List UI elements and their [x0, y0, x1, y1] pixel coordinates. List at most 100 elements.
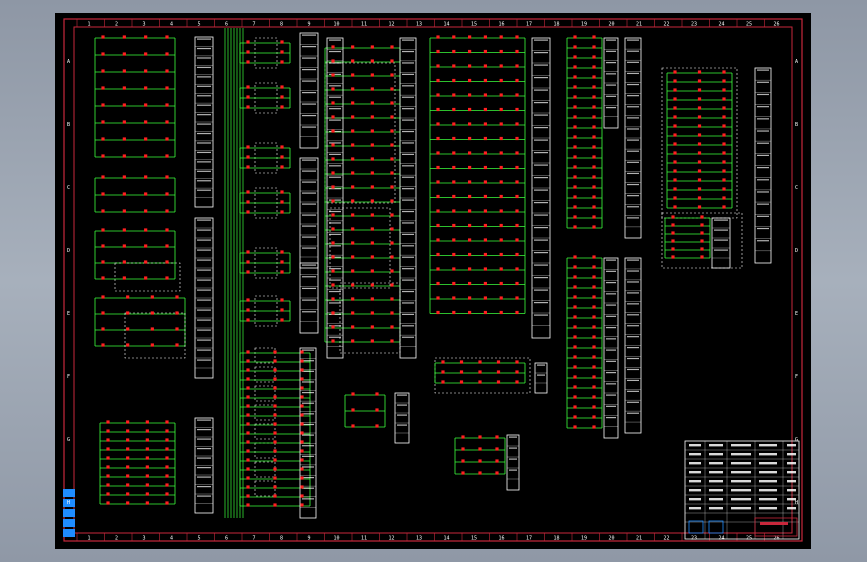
title-text-mark [731, 507, 751, 510]
relay-contact-icon [126, 456, 130, 460]
relay-contact-icon [697, 160, 702, 164]
relay-contact-icon [452, 238, 456, 242]
relay-contact-icon [573, 295, 577, 299]
relay-contact-icon [573, 135, 577, 139]
relay-contact-icon [499, 209, 503, 213]
dashed-device-box [339, 282, 401, 354]
schematic-canvas[interactable]: 1122334455667788991010111112121313141415… [55, 13, 811, 549]
relay-contact-icon [452, 64, 456, 68]
terminal-text-mark [402, 268, 414, 270]
terminal-text-mark [302, 92, 316, 94]
relay-contact-icon [452, 281, 456, 286]
relay-contact-icon [370, 339, 374, 343]
grid-row-letter: A [67, 59, 70, 65]
relay-contact-icon [273, 485, 277, 489]
grid-reference-ruler: 1122334455667788991010111112121313141415… [67, 19, 798, 542]
relay-contact-icon [452, 180, 456, 184]
terminal-text-mark [714, 229, 728, 231]
terminal-text-mark [402, 96, 414, 98]
relay-contact-icon [300, 359, 304, 363]
relay-contact-icon [351, 424, 355, 428]
title-text-mark [689, 453, 701, 456]
terminal-text-mark [402, 176, 414, 178]
terminal-text-mark [302, 299, 316, 301]
relay-contact-icon [390, 143, 394, 147]
relay-contact-icon [499, 281, 503, 286]
terminal-text-mark [397, 424, 407, 426]
relay-contact-icon [280, 60, 284, 64]
relay-contact-icon [122, 192, 126, 196]
relay-contact-icon [573, 255, 577, 259]
terminal-text-mark [627, 72, 639, 75]
title-text-mark [787, 489, 796, 492]
approval-box [688, 520, 704, 534]
terminal-text-mark [197, 359, 211, 361]
terminal-text-mark [197, 151, 211, 154]
relay-contact-icon [165, 492, 169, 496]
relay-contact-icon [101, 343, 105, 347]
relay-contact-icon [478, 435, 482, 439]
relay-contact-icon [351, 199, 355, 203]
terminal-text-mark [534, 152, 548, 154]
grid-column-number: 24 [718, 22, 724, 28]
relay-contact-icon [273, 413, 277, 417]
relay-contact-icon [452, 209, 456, 213]
terminal-text-mark [329, 165, 341, 167]
grid-column-number: 26 [773, 536, 779, 542]
terminal-text-mark [197, 123, 211, 125]
terminal-text-mark [627, 61, 639, 63]
relay-contact-icon [496, 380, 501, 384]
relay-contact-icon [273, 476, 277, 480]
terminal-strip-icon [394, 392, 410, 444]
terminal-text-mark [509, 458, 517, 460]
relay-contact-icon [697, 178, 702, 182]
relay-contact-icon [144, 175, 148, 179]
relay-contact-icon [246, 377, 250, 381]
relay-contact-icon [478, 447, 482, 451]
relay-contact-icon [390, 255, 394, 259]
terminal-text-mark [329, 313, 341, 315]
relay-contact-icon [375, 408, 379, 412]
relay-contact-icon [351, 129, 355, 133]
relay-contact-icon [573, 175, 577, 179]
terminal-text-mark [402, 50, 414, 53]
grid-column-number: 5 [197, 536, 200, 542]
terminal-text-mark [329, 119, 341, 121]
terminal-text-mark [627, 150, 639, 152]
terminal-text-mark [302, 115, 316, 117]
relay-contact-icon [331, 339, 335, 343]
relay-contact-icon [246, 210, 250, 214]
relay-contact-icon [300, 386, 304, 390]
title-text-mark [759, 489, 777, 492]
grid-row-letter: B [795, 122, 798, 128]
terminal-text-mark [627, 281, 639, 283]
terminal-text-mark [627, 50, 639, 52]
relay-contact-icon [592, 395, 596, 399]
relay-contact-icon [390, 115, 394, 119]
grid-row-letter: F [67, 374, 70, 380]
terminal-text-mark [197, 95, 211, 97]
relay-contact-icon [351, 157, 355, 161]
relay-contact-icon [331, 213, 335, 217]
relay-contact-icon [246, 165, 250, 169]
relay-contact-icon [273, 350, 277, 354]
grid-column-number: 17 [526, 22, 532, 28]
relay-contact-icon [459, 380, 464, 384]
relay-contact-icon [144, 86, 148, 90]
relay-contact-icon [573, 165, 577, 169]
relay-contact-icon [351, 59, 355, 63]
relay-contact-icon [515, 49, 519, 54]
relay-contact-icon [515, 267, 519, 271]
terminal-text-mark [329, 96, 341, 98]
relay-contact-icon [101, 327, 105, 331]
relay-contact-icon [101, 103, 105, 107]
terminal-text-mark [757, 167, 769, 169]
terminal-text-mark [302, 498, 314, 500]
terminal-text-mark [627, 83, 639, 86]
relay-contact-icon [436, 194, 440, 199]
relay-contact-icon [280, 50, 284, 54]
relay-contact-icon [370, 87, 374, 91]
relay-contact-icon [592, 275, 596, 279]
title-text-mark [759, 444, 777, 447]
